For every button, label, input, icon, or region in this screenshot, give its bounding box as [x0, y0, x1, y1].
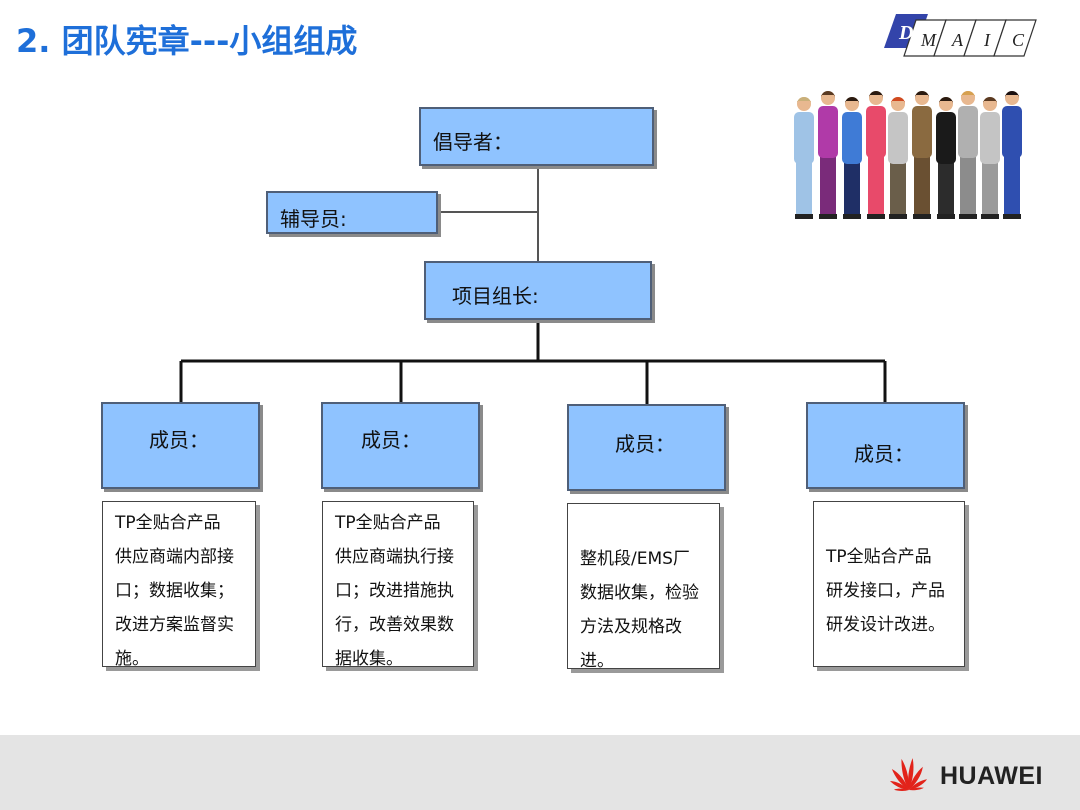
person-figure	[936, 97, 956, 219]
person-figure	[980, 97, 1000, 219]
leader-label: 项目组长:	[452, 284, 539, 308]
member-label: 成员：	[615, 432, 675, 456]
duty-line: 供应商端内部接	[115, 547, 234, 567]
duty-line: TP全贴合产品	[115, 513, 221, 533]
duty-line: 研发接口，产品	[826, 581, 945, 601]
slide-title: 2. 团队宪章---小组组成	[16, 22, 358, 60]
facilitator-box: 辅导员:	[266, 191, 438, 234]
member-box-1: 成员：	[101, 402, 260, 489]
member-duties-note-2: TP全贴合产品 供应商端执行接 口；改进措施执 行，改善效果数 据收集。	[322, 501, 474, 667]
duty-line: 施。	[115, 649, 149, 667]
person-figure	[818, 91, 838, 219]
duty-line: 改进方案监督实	[115, 615, 234, 635]
member-label: 成员：	[149, 428, 209, 452]
huawei-wordmark: HUAWEI	[940, 762, 1043, 790]
huawei-logo-icon	[889, 758, 928, 791]
duty-line: 整机段/EMS厂	[580, 549, 690, 569]
member-label: 成员：	[854, 442, 914, 466]
dmaic-letter-a: A	[951, 30, 964, 50]
dmaic-letter-i: I	[983, 30, 991, 50]
dmaic-letter-d: D	[898, 22, 913, 44]
member-duties-note-4: TP全贴合产品 研发接口，产品 研发设计改进。	[813, 501, 965, 667]
dmaic-letter-c: C	[1012, 30, 1025, 50]
duty-line: 方法及规格改进。	[580, 617, 682, 669]
facilitator-label: 辅导员:	[280, 207, 347, 231]
person-figure	[842, 97, 862, 219]
footer-bar	[0, 735, 1080, 810]
duty-line: 据收集。	[335, 649, 403, 667]
duty-line: 供应商端执行接	[335, 547, 454, 567]
person-figure	[958, 91, 978, 219]
person-figure	[794, 97, 814, 219]
person-figure	[1002, 91, 1022, 219]
duty-line: TP全贴合产品	[335, 513, 441, 533]
duty-line: 口；改进措施执	[335, 581, 454, 601]
person-figure	[888, 97, 908, 219]
person-figure	[912, 91, 932, 219]
member-box-2: 成员：	[321, 402, 480, 489]
member-duties-note-1: TP全贴合产品 供应商端内部接 口；数据收集； 改进方案监督实 施。	[102, 501, 256, 667]
dmaic-logo: D M A I C	[884, 14, 1037, 57]
duty-line: TP全贴合产品	[826, 547, 932, 567]
duty-line: 口；数据收集；	[115, 581, 234, 601]
member-duties-note-3: 整机段/EMS厂 数据收集，检验 方法及规格改进。	[567, 503, 720, 669]
dmaic-letter-m: M	[920, 30, 937, 50]
member-box-3: 成员：	[567, 404, 726, 491]
sponsor-label: 倡导者：	[433, 130, 513, 154]
member-box-4: 成员：	[806, 402, 965, 489]
duty-line: 数据收集，检验	[580, 583, 699, 603]
duty-line: 行，改善效果数	[335, 615, 454, 635]
person-figure	[866, 91, 886, 219]
member-label: 成员：	[361, 428, 421, 452]
leader-box: 项目组长:	[424, 261, 652, 320]
people-group-illustration	[794, 91, 1022, 219]
duty-line: 研发设计改进。	[826, 615, 945, 635]
sponsor-box: 倡导者：	[419, 107, 654, 166]
